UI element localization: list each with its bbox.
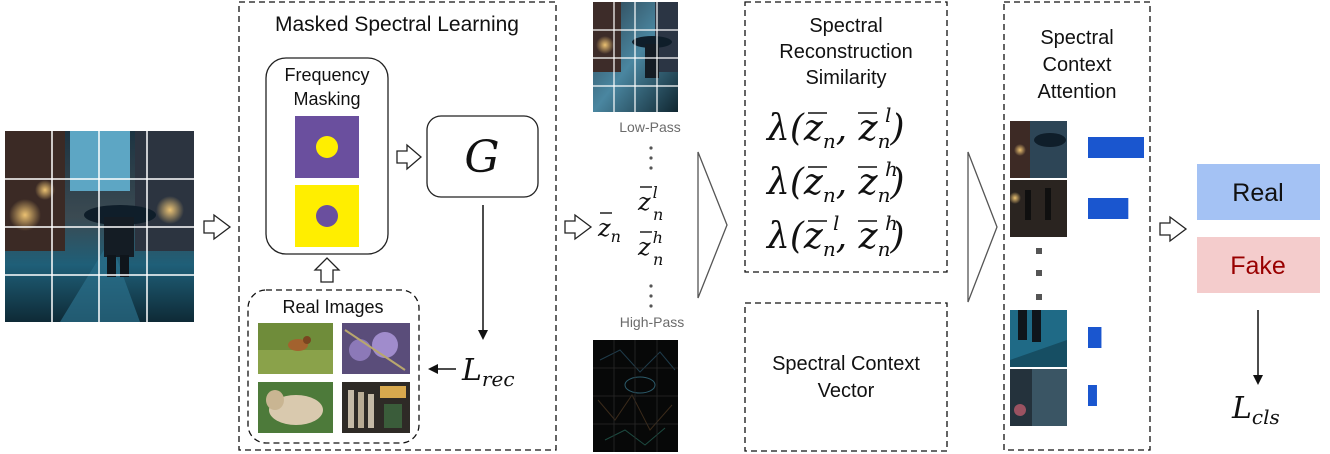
attention-title-line2: Context — [1043, 54, 1112, 76]
arrow-real-to-masking — [313, 257, 341, 283]
similarity-formula-2: λ(zn, zn) h — [765, 157, 905, 207]
arrow-attention-to-output — [1159, 215, 1188, 243]
loss-rec: Lrec — [461, 353, 515, 391]
generator-box — [426, 115, 539, 198]
arrow-output-to-loss — [1253, 310, 1263, 385]
similarity-formula-1: λ(zn, zn) l — [765, 103, 905, 153]
real-image-purple-plant — [342, 323, 410, 374]
low-pass-label: Low-Pass — [619, 119, 680, 135]
attention-bar-4 — [1088, 385, 1097, 406]
real-image-dog — [258, 382, 333, 433]
attention-title-line1: Spectral — [1040, 27, 1113, 49]
fake-output-box — [1197, 237, 1320, 293]
patch-image-1 — [1010, 121, 1067, 178]
arrow-msl-to-features — [564, 213, 593, 241]
patch-dots — [1036, 248, 1042, 300]
frequency-masking-label-line2: Masking — [293, 89, 360, 109]
attention-bar-1 — [1088, 137, 1144, 158]
masked-spectral-learning-box — [238, 1, 557, 451]
arrow-input-to-msl — [203, 213, 232, 241]
attention-bar-3 — [1088, 327, 1102, 348]
high-pass-dots — [649, 284, 653, 308]
svg-text:λ(zn, zn): λ(zn, zn) — [765, 216, 905, 261]
real-image-building — [342, 382, 410, 433]
real-output-label: Real — [1232, 179, 1283, 207]
masked-spectral-learning-title: Masked Spectral Learning — [275, 13, 519, 36]
low-pass-image — [593, 2, 678, 112]
feature-z-high-sub: n — [653, 250, 663, 269]
real-image-bird — [258, 323, 333, 374]
patch-image-4 — [1010, 369, 1067, 426]
svg-text:h: h — [885, 211, 898, 235]
chevron-arrow-similarity — [967, 151, 998, 303]
svg-text:l: l — [885, 103, 891, 127]
attention-bar-2 — [1088, 198, 1129, 219]
attention-title-line3: Attention — [1038, 81, 1117, 103]
fake-output-label: Fake — [1230, 252, 1286, 280]
similarity-formula-3: λ(zn, zn) l h — [765, 211, 905, 261]
similarity-box — [744, 1, 948, 273]
attention-bars — [1088, 137, 1144, 406]
high-frequency-mask-icon — [295, 185, 359, 247]
high-pass-label: High-Pass — [620, 314, 685, 330]
svg-text:h: h — [885, 157, 898, 181]
arrow-loss-to-real-images — [428, 364, 456, 374]
feature-z-low-sub: n — [653, 205, 663, 224]
loss-cls: Lcls — [1231, 391, 1280, 429]
context-vector-title-line2: Vector — [818, 380, 875, 402]
feature-z: zn — [597, 214, 621, 246]
low-pass-dots — [649, 146, 653, 170]
context-vector-title-line1: Spectral Context — [772, 353, 920, 375]
chevron-arrow-features — [697, 151, 728, 299]
similarity-title-line2: Reconstruction — [779, 41, 912, 63]
arrow-generator-to-loss — [478, 205, 488, 340]
patch-image-2 — [1009, 180, 1067, 237]
high-pass-image — [593, 340, 678, 452]
attention-box — [1003, 1, 1151, 451]
low-frequency-mask-icon — [295, 116, 359, 178]
generator-symbol: G — [464, 132, 499, 183]
input-image — [5, 131, 194, 322]
patch-image-3 — [1010, 310, 1067, 367]
frequency-masking-label-line1: Frequency — [284, 65, 369, 85]
similarity-title-line3: Similarity — [805, 67, 886, 89]
context-vector-box — [744, 302, 948, 452]
similarity-title-line1: Spectral — [809, 15, 882, 37]
real-output-box — [1197, 164, 1320, 220]
svg-text:λ(zn, zn): λ(zn, zn) — [765, 108, 905, 153]
svg-text:λ(zn, zn): λ(zn, zn) — [765, 162, 905, 207]
real-images-box — [247, 289, 420, 444]
real-images-title: Real Images — [282, 297, 383, 317]
arrow-masking-to-generator — [396, 143, 422, 171]
svg-text:l: l — [833, 211, 839, 235]
